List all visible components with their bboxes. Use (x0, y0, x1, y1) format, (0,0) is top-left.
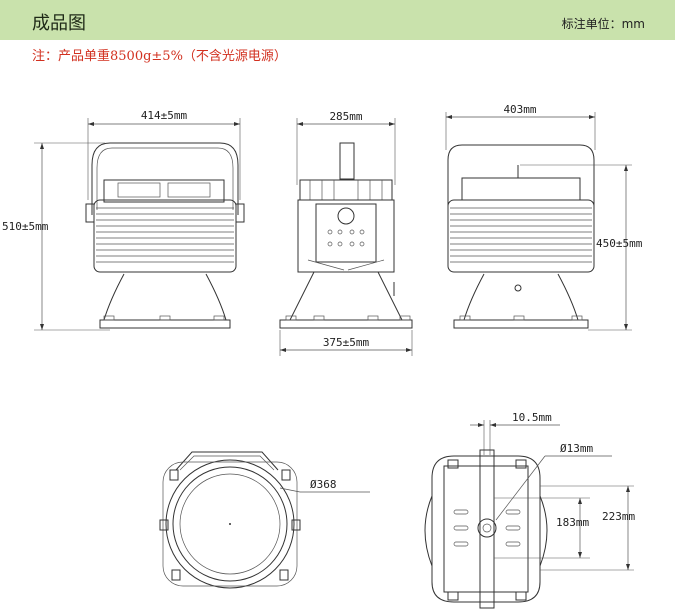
round-diameter-label: Ø368 (310, 478, 337, 491)
front-height-label: 510±5mm (2, 220, 49, 233)
hole-spacing-outer-label: 223mm (602, 510, 635, 523)
back-round-view: 10.5mm Ø13mm 183mm 223mm (424, 411, 635, 609)
side-view: 285mm (279, 110, 413, 356)
weight-note: 注：产品单重8500g±5%（不含光源电源） (32, 49, 287, 64)
back-width-label: 403mm (503, 103, 536, 116)
back-view: 403mm 450±5mm (445, 103, 643, 331)
page-title: 成品图 (32, 13, 86, 34)
front-width-label: 414±5mm (141, 109, 188, 122)
units-label: 标注单位：mm (561, 17, 645, 31)
hole-spacing-inner-label: 183mm (556, 516, 589, 529)
hole-diameter-label: Ø13mm (560, 442, 593, 455)
back-height-label: 450±5mm (596, 237, 643, 250)
front-view: 414±5mm 510±5mm (2, 109, 245, 331)
side-width-label: 285mm (329, 110, 362, 123)
side-base-label: 375±5mm (323, 336, 370, 349)
header-bar (0, 0, 675, 40)
round-view: Ø368 (159, 451, 370, 589)
bracket-width-label: 10.5mm (512, 411, 552, 424)
